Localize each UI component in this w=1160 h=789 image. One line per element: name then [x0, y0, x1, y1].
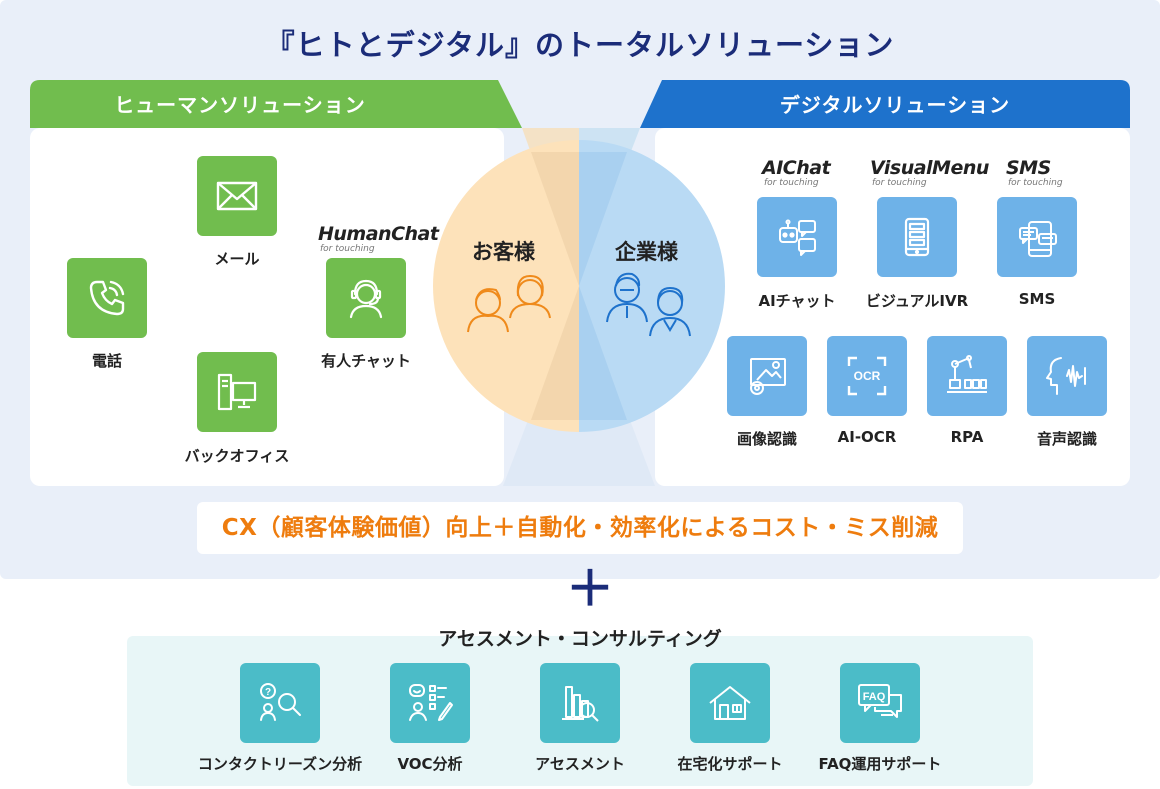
sms-icon: [1019, 221, 1057, 257]
company-half-circle: [579, 140, 725, 432]
contact-reason-icon-text: ?: [265, 687, 271, 698]
contact-reason-label: コンタクトリーズン分析: [197, 755, 363, 773]
digital-solution-panel: [655, 128, 1130, 486]
digital-solution-heading: デジタルソリューション: [779, 93, 1011, 117]
cx-banner: [197, 502, 963, 554]
ai-chat-label: AIチャット: [758, 292, 836, 310]
ocr-icon: OCR: [847, 356, 887, 396]
page-title: 『ヒトとデジタル』のトータルソリューション: [265, 28, 895, 62]
image-recognition-label: 画像認識: [736, 430, 797, 448]
aichat-brand-tagline: for touching: [764, 178, 819, 188]
home-support-tile: [690, 663, 770, 743]
faq-tile: FAQ: [840, 663, 920, 743]
assessment-label: アセスメント: [535, 755, 625, 773]
faq-icon: FAQ: [858, 684, 902, 718]
mail-icon: [216, 181, 258, 211]
sms-brand-tagline: for touching: [1008, 178, 1063, 188]
aichat-brand: AIChat for touching: [762, 157, 831, 188]
office-label: バックオフィス: [184, 447, 290, 465]
phone-tile: [67, 258, 147, 338]
home-support-icon: [709, 686, 751, 720]
visual-menu-icon: [904, 217, 930, 257]
faq-label: FAQ運用サポート: [818, 755, 942, 773]
phone-label: 電話: [91, 352, 122, 370]
visual-ivr-tile: [877, 197, 957, 277]
ocr-icon-text: OCR: [854, 369, 881, 383]
robot-arm-icon: [947, 355, 987, 393]
humanchat-brand: HumanChat for touching: [318, 223, 439, 254]
human-solution-heading: ヒューマンソリューション: [114, 93, 366, 117]
ai-ocr-tile: OCR: [827, 336, 907, 416]
ai-chat-icon: [779, 219, 816, 256]
visual-ivr-label: ビジュアルIVR: [865, 292, 969, 310]
human-chat-tile: [326, 258, 406, 338]
rpa-label: RPA: [950, 428, 984, 446]
assessment-tile: [540, 663, 620, 743]
sms-brand: SMS for touching: [1006, 158, 1063, 188]
contact-reason-icon: ?: [260, 683, 301, 721]
sms-label: SMS: [1018, 290, 1056, 308]
headset-operator-icon: [349, 279, 383, 319]
voc-analysis-icon: [409, 684, 453, 721]
aichat-brand-name: AIChat: [762, 157, 831, 179]
visualmenu-brand-name: VisualMenu: [870, 157, 989, 179]
home-support-label: 在宅化サポート: [677, 755, 783, 773]
faq-icon-text: FAQ: [863, 691, 886, 703]
voc-analysis-tile: [390, 663, 470, 743]
assessment-chart-icon: [562, 686, 599, 722]
mail-label: メール: [214, 250, 260, 268]
mail-tile: [197, 156, 277, 236]
contact-reason-tile: ?: [240, 663, 320, 743]
visualmenu-brand-tagline: for touching: [872, 178, 927, 188]
voice-recognition-icon: [1046, 357, 1086, 395]
office-pc-icon: [217, 373, 257, 411]
sms-tile: [997, 197, 1077, 277]
office-tile: [197, 352, 277, 432]
center-circle-diagram: [433, 128, 725, 432]
voice-recognition-label: 音声認識: [1036, 430, 1097, 448]
solution-tabs: [30, 80, 1130, 128]
sms-brand-name: SMS: [1006, 157, 1051, 179]
phone-icon: [89, 280, 125, 316]
image-recognition-tile: [727, 336, 807, 416]
cx-banner-text: CX（顧客体験価値）向上＋自動化・効率化によるコスト・ミス削減: [221, 515, 939, 541]
digital-tab: [640, 80, 1130, 128]
ai-ocr-label: AI-OCR: [837, 428, 897, 446]
customer-people-icon: [467, 274, 551, 333]
plus-sign: ＋: [565, 561, 614, 617]
customer-label: お客様: [472, 240, 535, 264]
humanchat-brand-name: HumanChat: [318, 223, 439, 245]
voc-analysis-label: VOC分析: [397, 755, 463, 773]
company-label: 企業様: [615, 240, 678, 264]
assessment-heading: アセスメント・コンサルティング: [438, 628, 722, 650]
human-tab: [30, 80, 522, 128]
company-people-icon: [606, 272, 691, 337]
rpa-tile: [927, 336, 1007, 416]
ai-chat-tile: [757, 197, 837, 277]
customer-half-circle: [433, 140, 579, 432]
visualmenu-brand: VisualMenu for touching: [870, 158, 989, 188]
human-chat-label: 有人チャット: [321, 352, 411, 370]
humanchat-brand-tagline: for touching: [320, 244, 375, 254]
voice-recognition-tile: [1027, 336, 1107, 416]
image-recognition-icon: [750, 358, 786, 395]
